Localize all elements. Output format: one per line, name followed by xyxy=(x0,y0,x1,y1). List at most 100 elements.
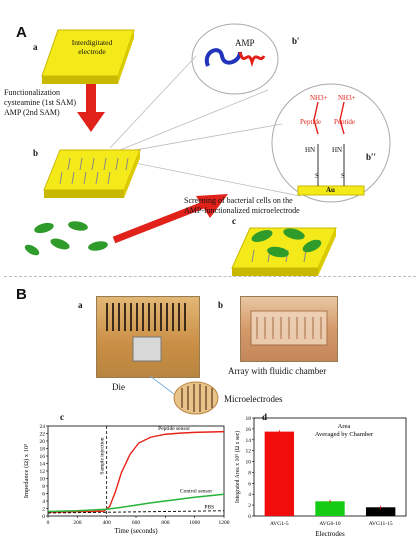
chamber-detail xyxy=(250,310,328,346)
category-label: AVG1-5 xyxy=(270,521,289,527)
plot-frame xyxy=(47,425,225,517)
panel-divider xyxy=(4,276,416,277)
panel-a-sub-b: b xyxy=(33,148,39,158)
panel-a-sub-c: c xyxy=(232,216,236,226)
fluidic-chamber-photo xyxy=(240,296,338,362)
y-axis-label: Impedance (Ω) x 10³ xyxy=(23,444,30,498)
y-tick-label: 16 xyxy=(246,427,252,433)
x-tick-label: 0 xyxy=(47,520,50,526)
x-tick-label: 1200 xyxy=(219,520,230,526)
peptide-label-2: Peptide xyxy=(334,118,355,126)
functionalization-line2: cysteamine (1st SAM) xyxy=(4,98,76,107)
nh3-label-2: NH3+ xyxy=(338,94,356,102)
functionalization-line3: AMP (2nd SAM) xyxy=(4,108,60,117)
series-label-3: PBS xyxy=(204,505,214,511)
nh3-label-1: NH3+ xyxy=(310,94,328,102)
y-tick-label: 12 xyxy=(246,449,252,455)
series-line-3 xyxy=(47,510,225,514)
functionalization-text: Functionalization cysteamine (1st SAM) A… xyxy=(4,88,84,118)
y-tick-label: 6 xyxy=(248,481,251,487)
y-tick-label: 4 xyxy=(248,492,251,498)
y-tick-label: 22 xyxy=(40,432,46,438)
electrode-label-line2: electrode xyxy=(78,47,106,56)
injection-label: Sample injection xyxy=(100,437,106,474)
series-line-2 xyxy=(47,493,225,513)
y-tick-label: 2 xyxy=(248,503,251,509)
y-tick-label: 4 xyxy=(42,499,45,505)
x-tick-label: 600 xyxy=(132,520,141,526)
functionalization-line1: Functionalization xyxy=(4,88,60,97)
array-label: Array with fluidic chamber xyxy=(228,366,327,376)
series-label-2: Control sensor xyxy=(180,488,212,494)
bacteria-cells xyxy=(24,221,108,256)
electrode-label-line1: Interdigitated xyxy=(71,38,113,47)
y-tick-label: 10 xyxy=(40,477,46,483)
amp-label: AMP xyxy=(235,38,255,48)
chart-title-line2: Averaged by Chamber xyxy=(315,431,374,438)
panel-a-label: A xyxy=(16,24,27,41)
die-label: Die xyxy=(112,382,125,392)
series-line-1 xyxy=(47,430,225,513)
y-tick-label: 0 xyxy=(248,514,251,520)
chart-title-line1: Area xyxy=(338,423,351,430)
die-traces xyxy=(106,303,186,362)
y-tick-label: 18 xyxy=(246,416,252,422)
x-tick-label: 200 xyxy=(73,520,82,526)
x-axis-label: Time (seconds) xyxy=(114,527,158,535)
electrode-with-bacteria xyxy=(231,227,337,276)
y-tick-label: 14 xyxy=(246,438,252,444)
bar-avg6-10 xyxy=(315,501,345,516)
series-label-1: Peptide sensor xyxy=(158,426,190,432)
zoom-guide-lines xyxy=(109,55,301,197)
category-label: AVG6-10 xyxy=(319,521,341,527)
au-label: Au xyxy=(326,186,335,194)
y-tick-label: 6 xyxy=(42,492,45,498)
y-tick-label: 2 xyxy=(42,507,45,513)
red-down-arrow-icon xyxy=(77,84,105,132)
screening-arrow-icon xyxy=(112,194,228,244)
peptide-label-1: Peptide xyxy=(300,118,321,126)
panel-b-sub-b: b xyxy=(218,300,224,310)
screening-line2: AMP-functionalized microelectrode xyxy=(184,206,300,215)
bar-avg1-5 xyxy=(264,431,295,516)
electrode-label: Interdigitated electrode xyxy=(60,38,124,56)
panel-a-sub-a: a xyxy=(33,42,38,52)
s-label-2: S xyxy=(341,172,345,180)
y-tick-label: 0 xyxy=(42,514,45,520)
y-tick-label: 24 xyxy=(40,424,46,430)
screening-text: Screening of bacterial cells on the AMP-… xyxy=(184,196,354,216)
panel-b-sub-d: d xyxy=(262,412,268,422)
interdigitated-electrode xyxy=(41,29,135,84)
y-tick-label: 16 xyxy=(40,454,46,460)
y-tick-label: 20 xyxy=(40,439,46,445)
y-tick-label: 8 xyxy=(248,470,251,476)
hn-label-1: HN xyxy=(305,146,316,154)
y-axis-label: Integrated Area x 10⁵ (Ω x sec) xyxy=(234,431,241,503)
x-tick-label: 1000 xyxy=(189,520,200,526)
x-axis-label: Electrodes xyxy=(315,530,345,538)
bar-avg11-15 xyxy=(365,507,396,516)
functionalized-electrode xyxy=(43,149,141,198)
y-tick-label: 12 xyxy=(40,469,46,475)
y-tick-label: 18 xyxy=(40,447,46,453)
die-photo xyxy=(96,296,200,378)
panel-b-sub-c: c xyxy=(60,412,64,422)
s-label-1: S xyxy=(315,172,319,180)
y-tick-label: 8 xyxy=(42,484,45,490)
molecule-zoom-circle xyxy=(271,83,391,203)
category-label: AVG11-15 xyxy=(369,521,393,527)
y-tick-label: 14 xyxy=(40,462,46,468)
panel-a-sub-bp: b′ xyxy=(292,36,300,46)
x-tick-label: 800 xyxy=(161,520,170,526)
panel-b-sub-a: a xyxy=(78,300,83,310)
y-tick-label: 10 xyxy=(246,460,252,466)
screening-line1: Screening of bacterial cells on the xyxy=(184,196,293,205)
panel-a-sub-bpp: b′′ xyxy=(366,152,377,162)
hn-label-2: HN xyxy=(332,146,343,154)
microelectrodes-inset xyxy=(149,376,219,415)
amp-zoom-circle xyxy=(191,23,279,95)
microelectrodes-label: Microelectrodes xyxy=(224,394,283,404)
panel-b-label: B xyxy=(16,286,27,303)
